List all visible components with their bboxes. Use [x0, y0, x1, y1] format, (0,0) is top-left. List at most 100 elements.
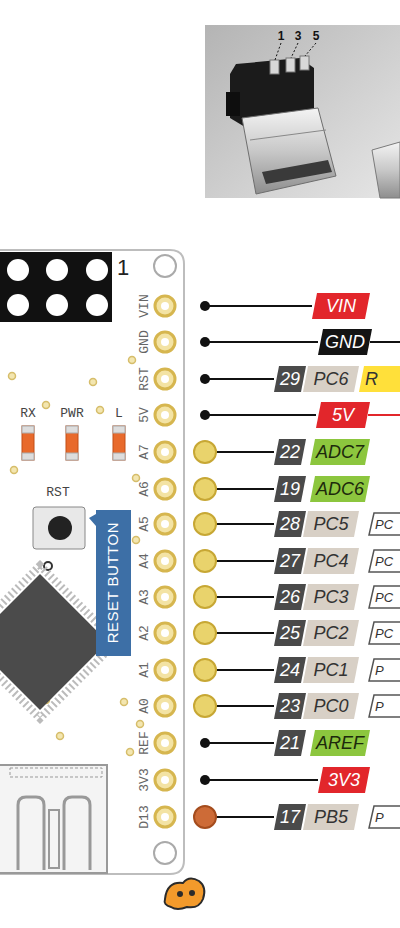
pin-tag-text: PC — [375, 518, 393, 531]
pin-number-tag: 19 — [274, 476, 306, 502]
pin-dot — [200, 301, 210, 311]
pin-dot — [194, 659, 216, 681]
connector-photo — [205, 25, 400, 198]
tag-body: 29 — [274, 366, 306, 392]
board-pin-label: A7 — [138, 444, 151, 460]
tag-outline — [369, 659, 400, 681]
port-tag: PC6 — [303, 366, 359, 392]
pin-dot — [200, 775, 210, 785]
header-hole — [7, 294, 29, 316]
tag-body: 25 — [274, 620, 306, 646]
pin-tag-text: PC3 — [313, 588, 348, 606]
pin-row — [155, 296, 312, 316]
leader-line — [205, 414, 316, 416]
pin-row — [155, 622, 274, 644]
mounting-hole — [154, 255, 176, 277]
tag-body: 28 — [274, 511, 306, 537]
tag-shape — [274, 476, 306, 502]
port-tag: PC3 — [303, 584, 359, 610]
board-pin-label: A1 — [138, 662, 151, 678]
function-tag: PC — [369, 586, 400, 608]
tag-body: 26 — [274, 584, 306, 610]
board-pin-label: 3V3 — [138, 768, 151, 791]
via — [133, 537, 140, 544]
pin-tag-text: R — [365, 370, 378, 388]
usb-plug — [242, 108, 336, 194]
tag-body: 21 — [274, 730, 306, 756]
power-tag: 3V3 — [318, 767, 370, 793]
pad-hole — [161, 739, 169, 747]
pin-dot — [194, 441, 216, 463]
board-pad — [155, 660, 175, 680]
chip-body — [0, 574, 108, 710]
pin-number-tag: 25 — [274, 620, 306, 646]
pin-tag-text: 23 — [280, 697, 300, 715]
board-pin-label: RST — [138, 367, 151, 390]
tag-body: PC3 — [303, 584, 359, 610]
tag-body: 24 — [274, 657, 306, 683]
socket-shell — [0, 765, 107, 873]
board — [0, 250, 184, 874]
callout-tab: RESET BUTTON — [89, 510, 131, 656]
board-pad — [155, 696, 175, 716]
via — [127, 749, 134, 756]
header-hole — [86, 259, 108, 281]
pad-hole — [161, 520, 169, 528]
pin-tag-text: PC4 — [313, 552, 348, 570]
pin-tag-text: P — [375, 811, 384, 824]
board-pin-label: A3 — [138, 589, 151, 605]
pin-tag-text: PC5 — [313, 515, 348, 533]
pad-hole — [161, 593, 169, 601]
pin-row — [155, 405, 316, 425]
tag-body: P — [369, 695, 400, 717]
board-pad — [155, 587, 175, 607]
pin-tag-text: 29 — [280, 370, 300, 388]
leader-line — [205, 305, 312, 307]
tag-body: 17 — [274, 804, 306, 830]
tag-shape — [303, 511, 359, 537]
pin-dot — [200, 374, 210, 384]
led-cap — [66, 426, 78, 433]
tag-body: 23 — [274, 693, 306, 719]
tag-shape — [303, 366, 359, 392]
board-pin-label: A4 — [138, 553, 151, 569]
pin-row — [155, 695, 274, 717]
solder-pad — [270, 60, 279, 74]
tag-shape — [274, 804, 306, 830]
pin-number-tag: 28 — [274, 511, 306, 537]
pad-hole — [161, 411, 169, 419]
function-tag: P — [369, 806, 400, 828]
tag-body: PC — [369, 586, 400, 608]
pin-tag-text: PC2 — [313, 624, 348, 642]
pin-row — [155, 806, 274, 828]
connector-side — [226, 92, 240, 116]
leader-line — [205, 779, 318, 781]
board-pad — [155, 296, 175, 316]
pad-hole — [161, 702, 169, 710]
tag-body: VIN — [312, 293, 370, 319]
reset-switch — [33, 507, 85, 549]
tag-body: RESET BUTTON — [89, 510, 131, 656]
callout-number: 3 — [295, 30, 302, 42]
pin-tag-text: PC — [375, 591, 393, 604]
led-cap — [113, 453, 125, 460]
pin-tag-text: PC1 — [313, 661, 348, 679]
tag-body: PC0 — [303, 693, 359, 719]
header-hole — [46, 294, 68, 316]
tag-shape — [369, 513, 400, 535]
pin-tag-text: ADC6 — [316, 480, 364, 498]
pin-number-tag: 27 — [274, 548, 306, 574]
board-pad — [155, 514, 175, 534]
pin-tag-text: 25 — [280, 624, 300, 642]
leader-line — [275, 43, 281, 60]
led-cap — [22, 453, 34, 460]
pin-tag-text: PB5 — [314, 808, 348, 826]
usb-socket — [0, 765, 107, 873]
pin-number-tag: 22 — [274, 439, 306, 465]
tag-outline — [369, 695, 400, 717]
tab-shape — [89, 510, 131, 656]
header-hole — [86, 294, 108, 316]
tag-shape — [274, 693, 306, 719]
tag-shape — [369, 622, 400, 644]
function-tag: P — [369, 695, 400, 717]
